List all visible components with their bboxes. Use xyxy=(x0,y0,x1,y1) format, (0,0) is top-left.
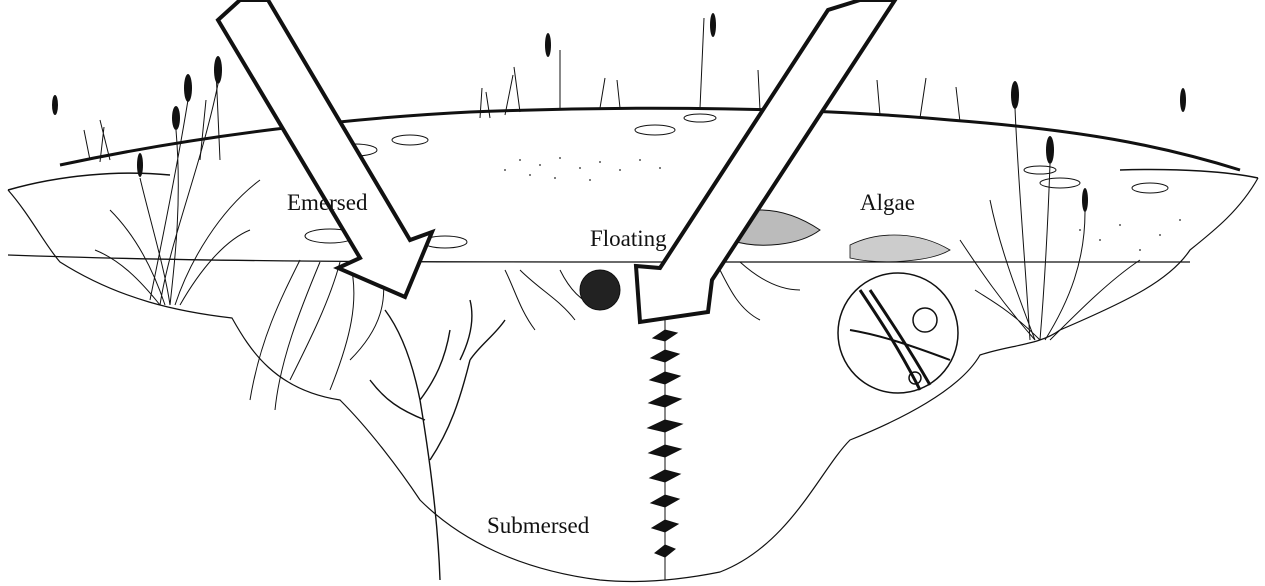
zone-label-floating: Floating xyxy=(590,227,667,250)
arrow-down-icon[interactable] xyxy=(218,0,432,297)
water-surface-line xyxy=(8,255,1190,262)
lily-roots xyxy=(250,260,384,410)
elodea-icon xyxy=(648,320,682,580)
far-shoreline xyxy=(60,108,1240,170)
cattail-icon xyxy=(52,13,1186,212)
zone-label-algae: Algae xyxy=(860,191,915,214)
algae-magnifier-icon xyxy=(838,273,958,393)
coontail-icon xyxy=(370,300,505,580)
zone-label-emersed: Emersed xyxy=(287,191,367,214)
zone-label-submersed: Submersed xyxy=(487,514,589,537)
algae-patch xyxy=(850,235,950,262)
arrow-down-icon[interactable] xyxy=(636,0,895,322)
